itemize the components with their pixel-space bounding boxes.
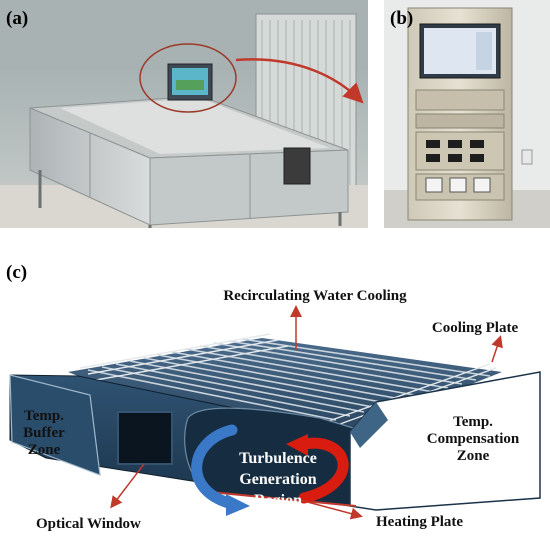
- blue-flow-arrow: [191, 424, 238, 510]
- panel-label-a: (a): [6, 8, 29, 29]
- cooling-rods: [87, 338, 491, 421]
- link-arrow: [235, 58, 364, 104]
- label-turbulence-region: Turbulence Generation Region: [239, 450, 317, 509]
- photo-b: [384, 0, 550, 228]
- label-compensation-zone: Temp. Compensation Zone: [426, 414, 520, 464]
- highlight-ellipse: [139, 43, 237, 113]
- optical-window-arrow: [110, 463, 145, 509]
- photo-a: [0, 0, 368, 228]
- label-cooling-plate: Cooling Plate: [431, 320, 519, 336]
- label-optical-window: Optical Window: [36, 516, 141, 532]
- label-heating-plate: Heating Plate: [376, 514, 464, 530]
- red-flow-arrow: [298, 437, 349, 504]
- label-recirculating-water-cooling: Recirculating Water Cooling: [223, 288, 407, 304]
- optical-window-shape: [117, 411, 173, 465]
- heating-plate-arrow: [299, 499, 363, 520]
- buffer-zone-panel: [9, 374, 101, 476]
- panel-label-c: (c): [6, 262, 28, 283]
- label-buffer-zone: Temp. Buffer Zone: [23, 408, 65, 458]
- panel-label-b: (b): [390, 8, 414, 29]
- schematic-c: [9, 305, 541, 520]
- cooling-plate-arrow: [491, 335, 503, 363]
